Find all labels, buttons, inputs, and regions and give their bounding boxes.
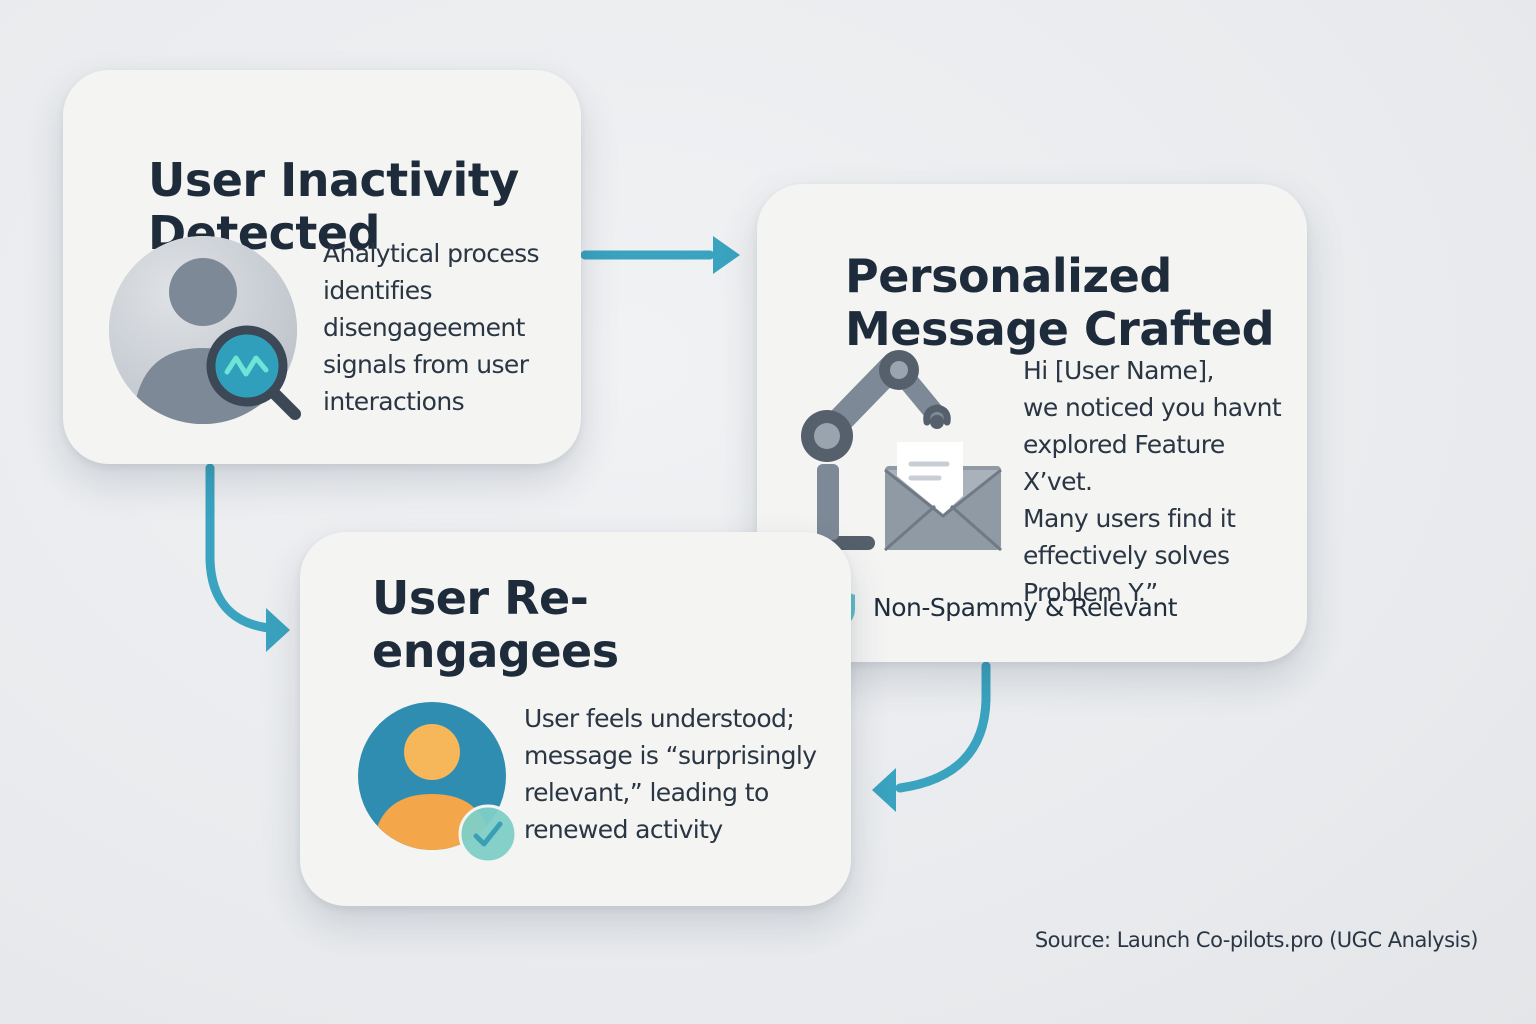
- step-description: Hi [User Name], we noticed you havnt exp…: [1023, 356, 1282, 607]
- user-check-icon: [358, 702, 518, 864]
- arrow-head-down-right: [266, 608, 290, 652]
- arrow-head-right: [713, 236, 740, 274]
- step-card-reengage: User Re-engagees User feels understood; …: [300, 532, 851, 906]
- step-card-inactivity: User Inactivity Detected Analytical proc…: [63, 70, 581, 464]
- arrow-inactivity-to-reengage: [205, 463, 273, 633]
- arrow-head-left: [872, 768, 896, 812]
- robot-arm-envelope-icon: [793, 350, 1002, 552]
- source-citation: Source: Launch Co-pilots.pro (UGC Analys…: [1034, 928, 1479, 952]
- step-description: User feels understood; message is “surpr…: [524, 704, 817, 844]
- step-title: Personalized Message Crafted: [845, 249, 1275, 356]
- user-search-icon: [109, 236, 301, 424]
- badge-label: Non-Spammy & Relevant: [873, 593, 1178, 622]
- step-title: User Re-engagees: [372, 571, 619, 678]
- step-description: Analytical process identifies disengagee…: [323, 239, 540, 416]
- arrow-message-to-reengage: [895, 661, 991, 793]
